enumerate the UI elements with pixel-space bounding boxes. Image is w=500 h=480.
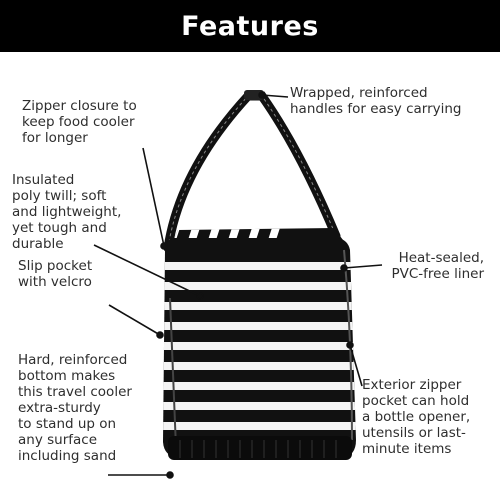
callout-zipper-closure: Zipper closure to keep food cooler for l… xyxy=(22,98,137,146)
callout-exterior-zipper-pocket: Exterior zipper pocket can hold a bottle… xyxy=(362,377,471,457)
features-title: Features xyxy=(181,10,319,42)
callout-slip-pocket: Slip pocket with velcro xyxy=(18,258,93,290)
callout-wrapped-handles: Wrapped, reinforced handles for easy car… xyxy=(290,85,462,117)
callout-reinforced-bottom: Hard, reinforced bottom makes this trave… xyxy=(18,352,132,464)
slip-pocket xyxy=(169,297,177,449)
strap-clip xyxy=(244,90,264,100)
reinforced-bottom xyxy=(168,436,352,460)
features-header: Features xyxy=(0,0,500,52)
callout-insulated-twill: Insulated poly twill; soft and lightweig… xyxy=(12,172,122,252)
callout-heat-sealed-liner: Heat-sealed, PVC-free liner xyxy=(391,250,485,282)
